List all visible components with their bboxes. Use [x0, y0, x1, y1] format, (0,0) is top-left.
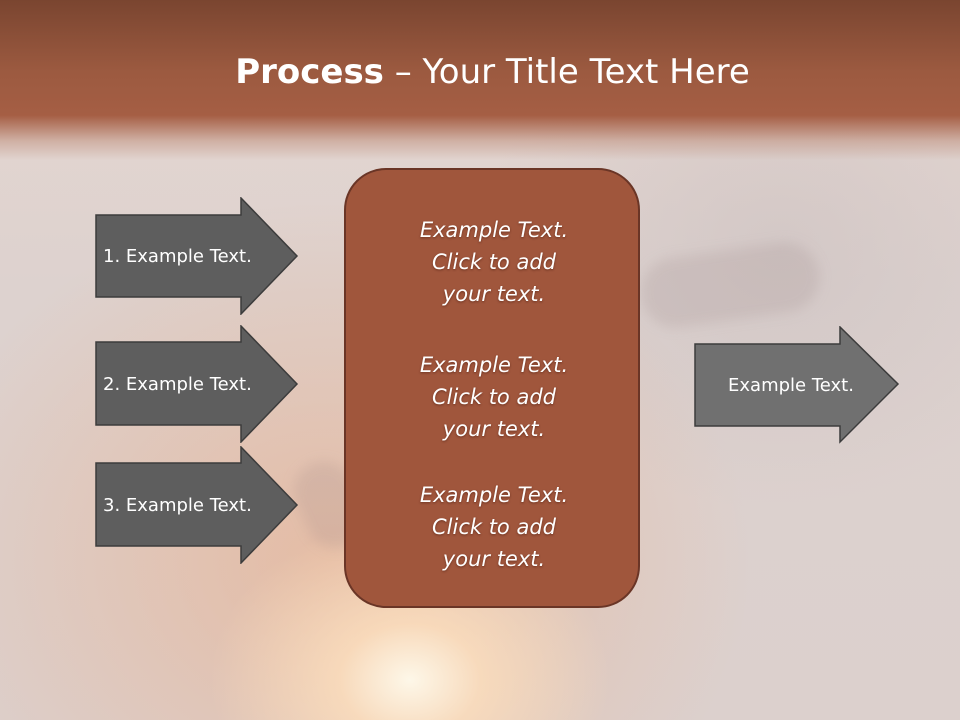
arrow-label-2: 2. Example Text. [103, 373, 252, 395]
arrow-shape [95, 197, 299, 315]
title-rest: – Your Title Text Here [383, 52, 750, 92]
arrow-label-1: 1. Example Text. [103, 245, 252, 267]
center-text-box[interactable]: Example Text. Click to add your text. Ex… [344, 168, 640, 608]
text-block-3[interactable]: Example Text. Click to add your text. [346, 479, 642, 575]
block-1-line-1: Example Text. [419, 218, 569, 242]
title-bold: Process [235, 52, 384, 92]
process-arrow-3[interactable]: 3. Example Text. [95, 446, 299, 564]
block-2-line-2: Click to add [431, 385, 556, 409]
arrow-label-3: 3. Example Text. [103, 494, 252, 516]
process-arrow-1[interactable]: 1. Example Text. [95, 197, 299, 315]
output-arrow-shape [694, 325, 900, 444]
block-2-line-1: Example Text. [419, 353, 569, 377]
block-2-line-3: your text. [442, 417, 546, 441]
process-arrow-2[interactable]: 2. Example Text. [95, 325, 299, 443]
text-block-2[interactable]: Example Text. Click to add your text. [346, 349, 642, 445]
text-block-1[interactable]: Example Text. Click to add your text. [346, 214, 642, 310]
block-3-line-3: your text. [442, 547, 546, 571]
hand-silhouette-right [636, 237, 824, 333]
block-1-line-3: your text. [442, 282, 546, 306]
block-3-line-1: Example Text. [419, 483, 569, 507]
arrow-shape [95, 325, 299, 443]
block-1-line-2: Click to add [431, 250, 556, 274]
arrow-shape [95, 446, 299, 564]
output-arrow[interactable]: Example Text. [694, 325, 900, 444]
block-3-line-2: Click to add [431, 515, 556, 539]
output-arrow-label: Example Text. [728, 374, 854, 396]
header-band [0, 0, 960, 160]
slide-title[interactable]: Process – Your Title Text Here [0, 52, 960, 92]
